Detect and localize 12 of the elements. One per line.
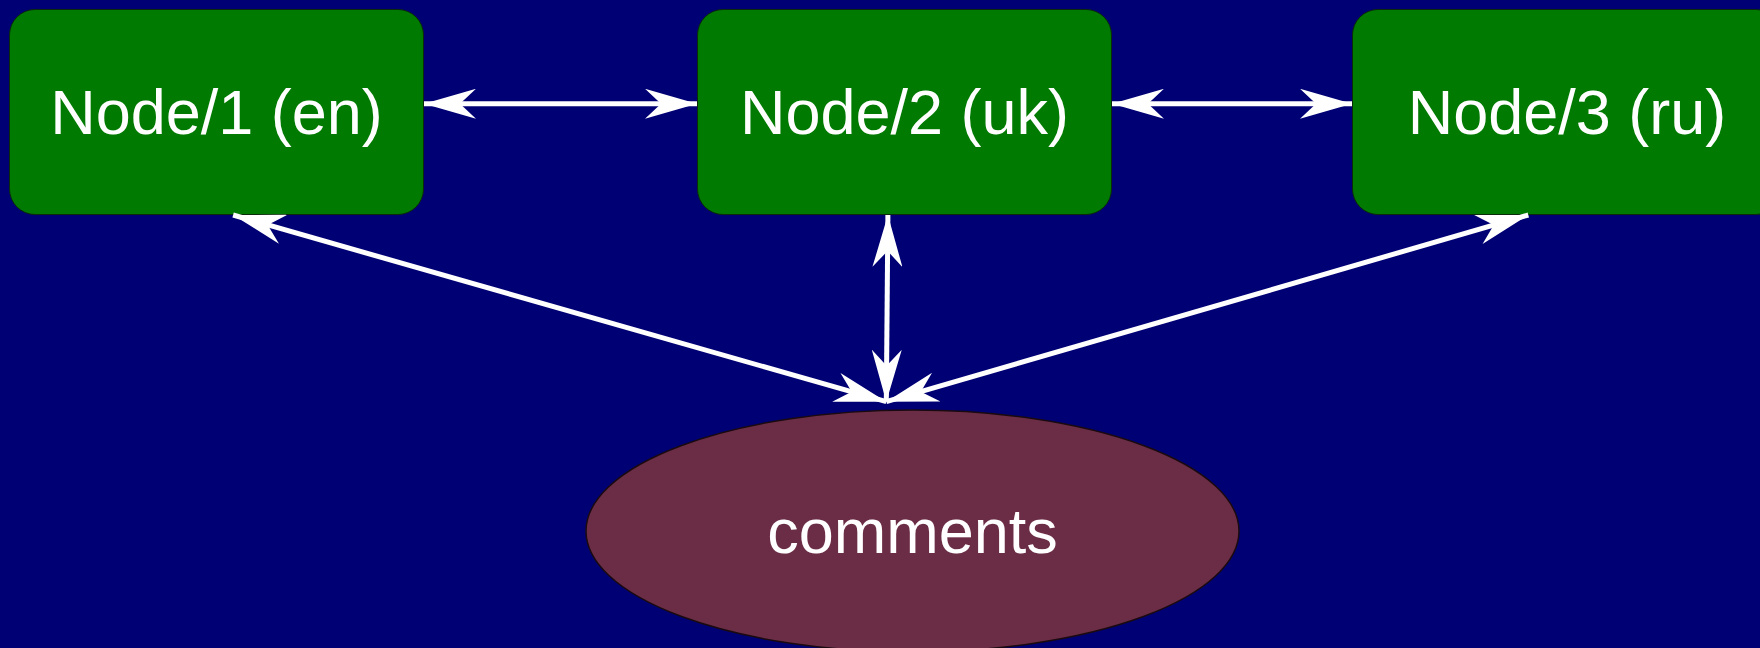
double-arrow [232,212,887,405]
node-box [9,9,424,215]
node-box [1352,9,1760,215]
node-box [697,9,1112,215]
node-label: Node/1 (en) [50,76,383,148]
node-label: comments [767,495,1058,567]
double-arrow [871,214,903,402]
double-arrow [424,88,697,119]
double-arrow [1112,88,1352,119]
double-arrow [885,212,1529,405]
node-label: Node/2 (uk) [739,76,1070,148]
node-label: Node/3 (ru) [1407,76,1727,148]
